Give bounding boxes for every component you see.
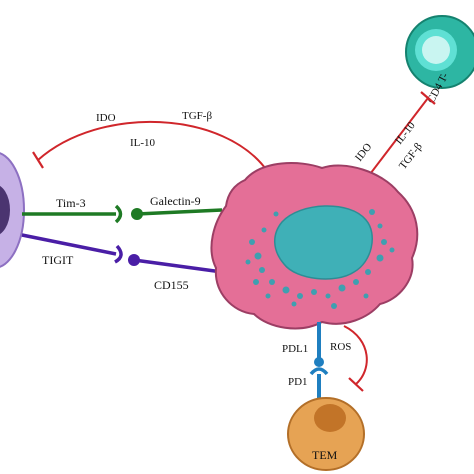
tim3-label: Tim-3 bbox=[56, 196, 86, 210]
tumor-cell bbox=[210, 162, 419, 330]
left-inhibition-arrow bbox=[32, 120, 269, 173]
tem-label: TEM bbox=[312, 448, 338, 462]
il10-label-left: IL-10 bbox=[130, 137, 156, 149]
tigit-cd155-connection bbox=[21, 233, 223, 274]
tigit-label: TIGIT bbox=[42, 253, 74, 267]
ros-inhibition-arrow bbox=[343, 325, 368, 392]
cd4-t-cell: CD4 T- bbox=[405, 15, 474, 105]
ido-label-left: IDO bbox=[96, 112, 116, 124]
pdl1-label: PDL1 bbox=[282, 343, 308, 355]
ido-label-right: IDO bbox=[353, 141, 375, 164]
pd1-label: PD1 bbox=[288, 376, 308, 388]
galectin9-label: Galectin-9 bbox=[150, 194, 201, 208]
tim3-galectin9-connection bbox=[22, 204, 223, 224]
left-immune-cell bbox=[0, 152, 25, 268]
tem-cell: TEM bbox=[287, 397, 365, 471]
pdl1-pd1-connection bbox=[309, 322, 329, 398]
ros-label: ROS bbox=[330, 341, 351, 353]
cd155-label: CD155 bbox=[154, 278, 189, 292]
tgfb-label-left: TGF-β bbox=[182, 110, 212, 122]
right-inhibition-arrow bbox=[363, 91, 436, 183]
